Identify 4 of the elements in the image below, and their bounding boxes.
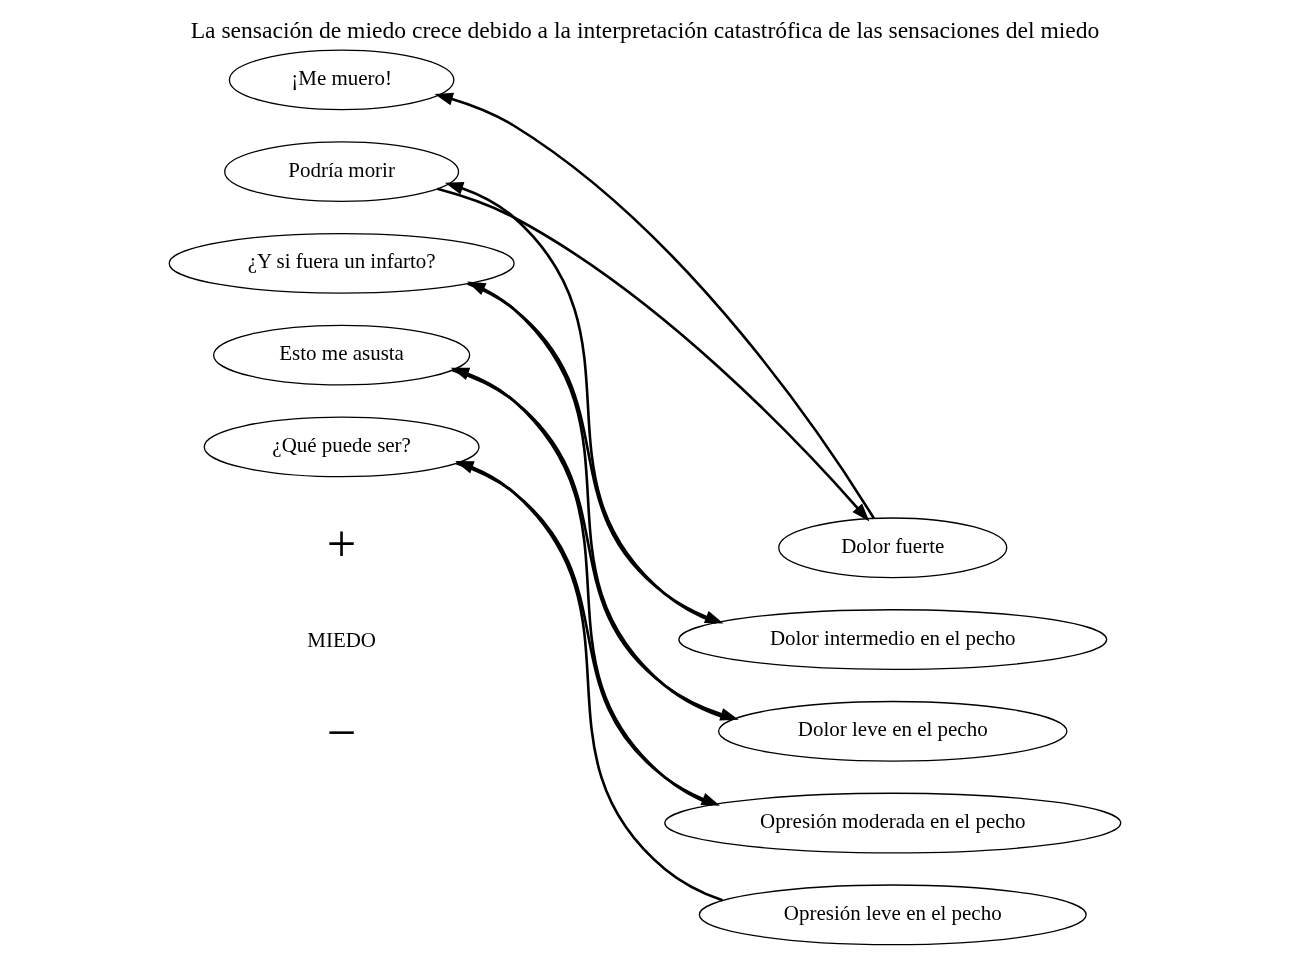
diagram-title: La sensación de miedo crece debido a la interpretación catastrófica de las sensaciones del miedo (190, 16, 1099, 43)
label: − (326, 702, 356, 761)
label: MIEDO (306, 628, 376, 653)
label: + (326, 513, 356, 572)
